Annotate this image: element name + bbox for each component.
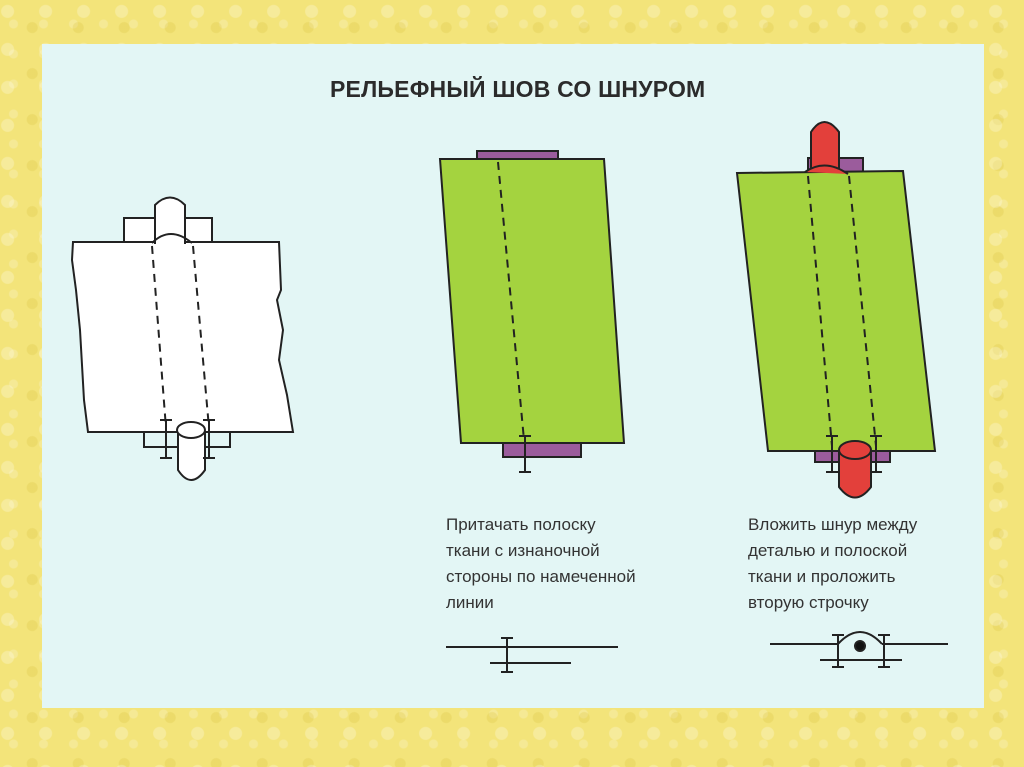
caption-line: ткани с изнаночной — [446, 541, 600, 560]
cord-section-dot — [854, 640, 866, 652]
caption-line: ткани и проложить — [748, 567, 896, 586]
caption-line: Притачать полоску — [446, 515, 596, 534]
caption-attach-strip: Притачать полоску ткани с изнаночной сто… — [446, 512, 636, 616]
caption-line: линии — [446, 593, 494, 612]
cross-section-attach — [446, 637, 618, 673]
fabric-with-strip — [438, 150, 626, 473]
caption-line: деталью и полоской — [748, 541, 908, 560]
caption-line: вторую строчку — [748, 593, 869, 612]
caption-line: Вложить шнур между — [748, 515, 918, 534]
fabric-with-cord — [735, 121, 937, 499]
outline-seam-sketch — [70, 196, 295, 481]
cross-section-cord — [770, 631, 948, 668]
caption-line: стороны по намеченной — [446, 567, 636, 586]
diagram-title: РЕЛЬЕФНЫЙ ШОВ СО ШНУРОМ — [330, 76, 706, 102]
caption-insert-cord: Вложить шнур между деталью и полоской тк… — [748, 512, 917, 616]
